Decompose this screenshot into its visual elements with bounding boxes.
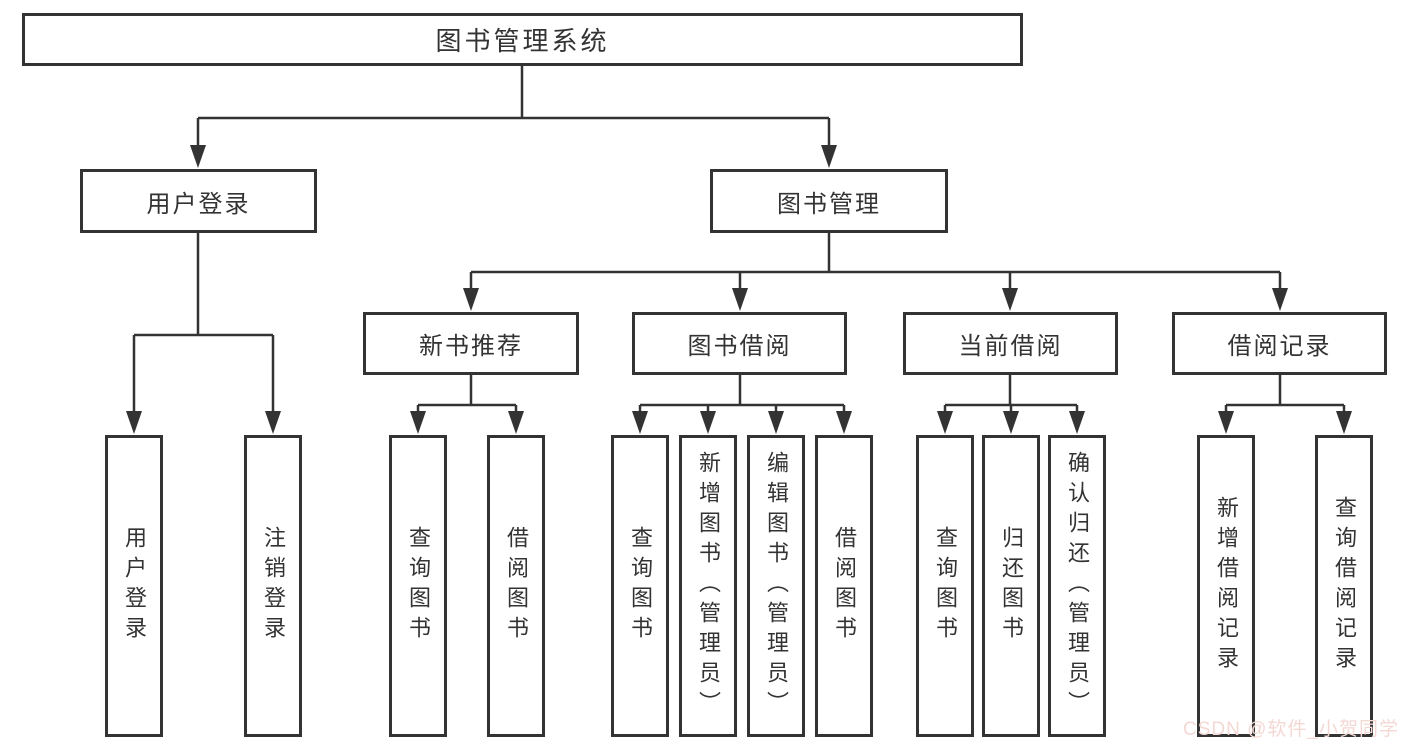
node-borrow-record: 借阅记录: [1172, 312, 1387, 375]
node-leaf-query-books-3: 查询图书: [916, 435, 974, 737]
node-leaf-add-borrow-record-label: 新增借阅记录: [1214, 496, 1239, 676]
node-leaf-logout: 注销登录: [244, 435, 302, 737]
node-new-book-recommend-label: 新书推荐: [419, 333, 523, 360]
node-leaf-query-books-2: 查询图书: [611, 435, 669, 737]
node-leaf-add-books-admin: 新增图书（管理员）: [679, 435, 737, 737]
node-leaf-borrow-books-1-label: 借阅图书: [504, 526, 529, 646]
node-leaf-query-books-1-label: 查询图书: [406, 526, 431, 646]
node-user-login-branch: 用户登录: [80, 169, 317, 233]
node-leaf-return-books-label: 归还图书: [999, 526, 1024, 646]
node-leaf-edit-books-admin: 编辑图书（管理员）: [747, 435, 805, 737]
node-leaf-user-login-label: 用户登录: [122, 526, 147, 646]
node-leaf-return-books: 归还图书: [982, 435, 1040, 737]
node-leaf-logout-label: 注销登录: [261, 526, 286, 646]
node-root-label: 图书管理系统: [435, 26, 610, 56]
node-leaf-borrow-books-2-label: 借阅图书: [832, 526, 857, 646]
node-leaf-query-borrow-record: 查询借阅记录: [1315, 435, 1373, 737]
node-current-borrow: 当前借阅: [903, 312, 1118, 375]
node-user-login-branch-label: 用户登录: [146, 190, 251, 218]
node-current-borrow-label: 当前借阅: [958, 333, 1063, 360]
node-leaf-confirm-return-admin-label: 确认归还（管理员）: [1065, 451, 1090, 721]
node-leaf-query-books-1: 查询图书: [389, 435, 447, 737]
node-book-borrow-label: 图书借阅: [687, 333, 792, 360]
node-leaf-add-books-admin-label: 新增图书（管理员）: [696, 451, 721, 721]
node-root: 图书管理系统: [22, 13, 1023, 66]
node-book-management-branch: 图书管理: [710, 169, 948, 233]
node-borrow-record-label: 借阅记录: [1227, 333, 1332, 360]
node-leaf-user-login: 用户登录: [105, 435, 163, 737]
node-leaf-confirm-return-admin: 确认归还（管理员）: [1048, 435, 1106, 737]
node-leaf-query-books-2-label: 查询图书: [628, 526, 653, 646]
node-book-management-branch-label: 图书管理: [777, 190, 881, 218]
node-book-borrow: 图书借阅: [632, 312, 847, 375]
node-leaf-query-borrow-record-label: 查询借阅记录: [1332, 496, 1357, 676]
node-leaf-edit-books-admin-label: 编辑图书（管理员）: [764, 451, 789, 721]
tree-edges: [132, 65, 1346, 416]
node-new-book-recommend: 新书推荐: [363, 312, 579, 375]
arrowheads: [126, 145, 1352, 434]
node-leaf-borrow-books-1: 借阅图书: [487, 435, 545, 737]
node-leaf-add-borrow-record: 新增借阅记录: [1197, 435, 1255, 737]
node-leaf-borrow-books-2: 借阅图书: [815, 435, 873, 737]
csdn-watermark: CSDN @软件_小贺同学: [1183, 719, 1399, 740]
node-leaf-query-books-3-label: 查询图书: [933, 526, 958, 646]
